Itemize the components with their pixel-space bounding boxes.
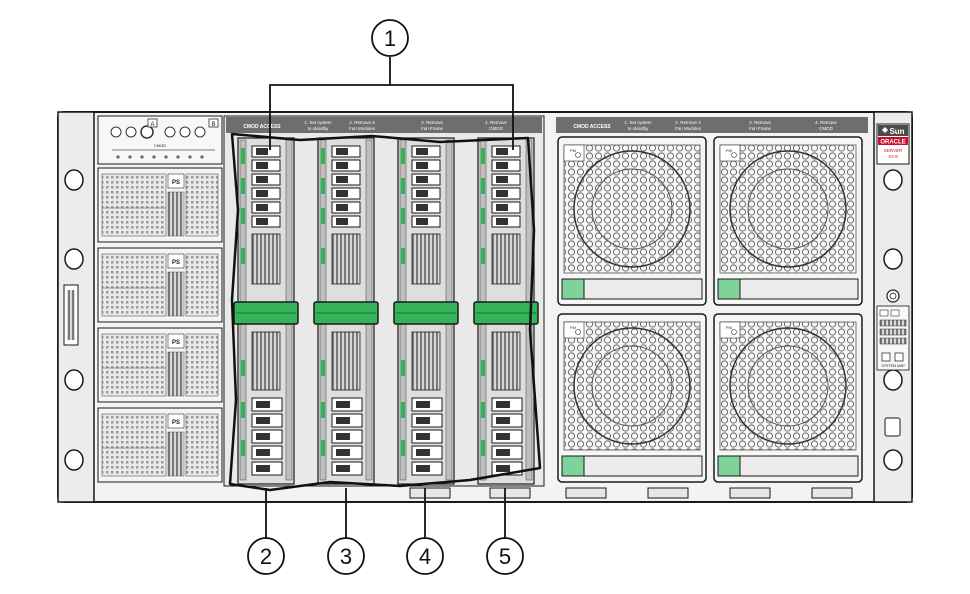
status-led [125, 126, 137, 138]
psu-label: PS [172, 340, 180, 346]
sun-logo: Sun [889, 127, 904, 136]
locator-button[interactable] [886, 289, 900, 303]
callout-4: 4 [406, 537, 444, 575]
psu-label: PS [172, 260, 180, 266]
cmod-module[interactable] [393, 137, 459, 485]
fan-release-tab[interactable] [561, 278, 585, 300]
left-mount-holes [63, 169, 84, 471]
cmod-access-label-right: CMOD ACCESS [573, 124, 611, 130]
psu-label: PS [172, 420, 180, 426]
callout-5-label: 5 [499, 544, 511, 569]
step4-line2-right: CMOD [819, 126, 833, 131]
cmod-access-header [226, 117, 542, 133]
status-led [194, 126, 206, 138]
model-line1: SERVER [884, 148, 903, 153]
status-panel: A B CMOD [97, 115, 223, 165]
step3-line1-right: 3. Remove [749, 120, 771, 125]
fan-module-label: FM [570, 148, 576, 153]
system-map-label: SYSTEM MAP [881, 364, 905, 368]
step3-line1: 3. Remove [421, 120, 443, 125]
callout-3-label: 3 [340, 544, 352, 569]
cutaway-outline [228, 132, 542, 492]
right-mount-holes [883, 169, 903, 471]
cmod-module[interactable] [473, 137, 539, 485]
callout-1-label: 1 [384, 26, 396, 51]
fan-module-label: FM [570, 325, 576, 330]
callout-lines [265, 57, 514, 538]
callout-2-label: 2 [260, 544, 272, 569]
fan-bay-header: CMOD ACCESS 1. Set system to standby 2. … [556, 117, 868, 133]
fan-module[interactable]: FM [557, 136, 707, 306]
brand-badge: Sun ORACLE SERVER X2-8 [876, 123, 910, 165]
step2-line1-right: 2. Remove 4 [675, 120, 701, 125]
callout-5: 5 [486, 537, 524, 575]
fan-module[interactable]: FM [557, 313, 707, 483]
psu-column: PS PS PS PS [97, 167, 223, 483]
fan-module-label: FM [726, 325, 732, 330]
step2-line2-right: Fan Modules [675, 126, 702, 131]
callout-4-label: 4 [419, 544, 431, 569]
fan-module-label: FM [726, 148, 732, 153]
psu-label: PS [172, 180, 180, 186]
model-line2: X2-8 [888, 154, 898, 159]
step3-line2-right: Fan Frame [749, 126, 772, 131]
status-led [164, 126, 176, 138]
status-led [179, 126, 191, 138]
chassis-feet [409, 487, 853, 499]
cmod-module[interactable] [313, 137, 379, 485]
step4-line2: CMOD [489, 126, 503, 131]
psu-slot[interactable]: PS [97, 167, 223, 243]
fan-release-tab[interactable] [717, 455, 741, 477]
mount-hole [883, 169, 903, 191]
system-map-panel: SYSTEM MAP [876, 305, 910, 371]
cmod-module[interactable] [233, 137, 299, 485]
fan-release-tab[interactable] [717, 278, 741, 300]
cmod-access-label: CMOD ACCESS [243, 124, 281, 130]
fan-modules: FM FM FM FM [557, 136, 863, 483]
badge-a: A [150, 122, 154, 128]
step3-line2: Fan Frame [421, 126, 444, 131]
mount-hole [883, 449, 903, 471]
mount-hole [64, 369, 84, 391]
step1-line1-right: 1. Set system [624, 120, 652, 125]
step1-line1: 1. Set system [304, 120, 332, 125]
sun-logo-mark-icon [882, 127, 888, 133]
step4-line1-right: 4. Remove [815, 120, 837, 125]
step1-line2: to standby [308, 126, 330, 131]
fan-module[interactable]: FM [713, 136, 863, 306]
oracle-logo: ORACLE [880, 140, 905, 146]
callout-1: 1 [371, 19, 409, 57]
step1-line2-right: to standby [628, 126, 650, 131]
power-button[interactable] [140, 125, 154, 139]
status-led [110, 126, 122, 138]
cmod-indicator-label: CMOD [154, 143, 166, 148]
cmod-modules [233, 137, 539, 485]
callout-2: 2 [247, 537, 285, 575]
mount-hole [883, 369, 903, 391]
psu-slot[interactable]: PS [97, 247, 223, 323]
callout-3: 3 [327, 537, 365, 575]
fan-module[interactable]: FM [713, 313, 863, 483]
badge-b: B [211, 122, 215, 128]
mount-hole [883, 248, 903, 270]
right-ear-slot [884, 417, 901, 437]
fan-release-tab[interactable] [561, 455, 585, 477]
mount-hole [64, 449, 84, 471]
step4-line1: 4. Remove [485, 120, 507, 125]
step2-line1: 2. Remove 4 [349, 120, 375, 125]
mount-hole [64, 169, 84, 191]
mount-hole [64, 248, 84, 270]
psu-slot[interactable]: PS [97, 327, 223, 403]
step2-line2: Fan Modules [349, 126, 376, 131]
psu-slot[interactable]: PS [97, 407, 223, 483]
